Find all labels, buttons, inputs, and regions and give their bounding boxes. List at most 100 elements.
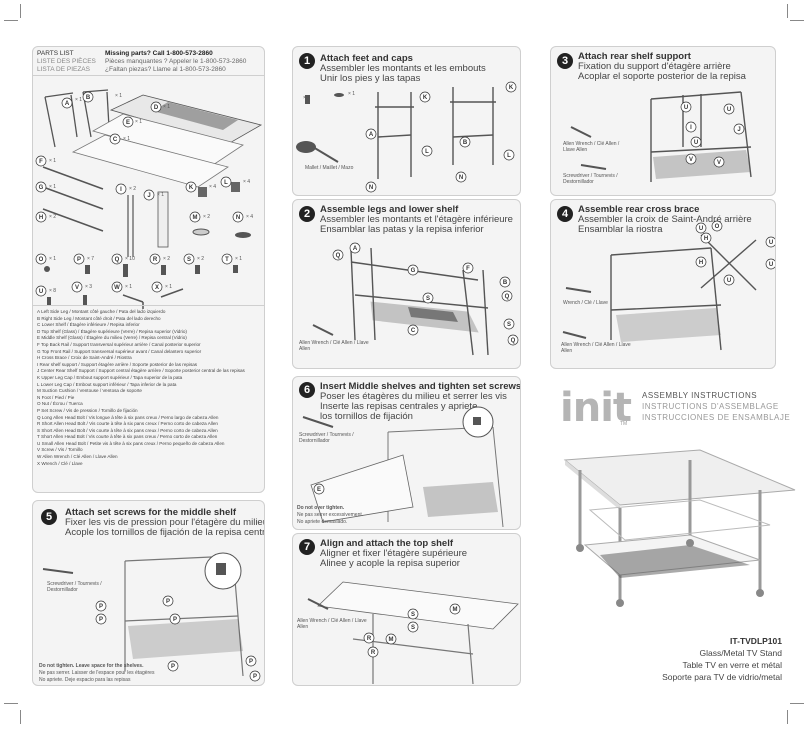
svg-text:A: A: [353, 246, 358, 252]
parts-list-legend: A Left Side Leg / Montant côté gauche / …: [37, 309, 263, 467]
step-2-panel: 2 Assemble legs and lower shelf Assemble…: [292, 199, 521, 369]
parts-list-title-fr: LISTE DES PIÈCES: [37, 58, 96, 65]
svg-text:V: V: [75, 285, 79, 291]
allen-wrench-label: Allen Wrench / Clé Allen / Llave Allen: [297, 618, 367, 630]
svg-text:N: N: [459, 175, 463, 181]
step-number: 1: [299, 53, 315, 69]
missing-parts-es: ¿Faltan piezas? Llame al 1-800-573-2860: [105, 66, 226, 73]
crop-mark: [787, 4, 788, 18]
svg-text:A: A: [65, 101, 70, 107]
parts-list-item: R Short Allen Head Bolt / Vis courte à t…: [37, 421, 218, 427]
svg-text:Q: Q: [115, 257, 120, 263]
count-t: × 1: [235, 256, 243, 262]
svg-text:C: C: [113, 137, 118, 143]
svg-text:D: D: [154, 105, 159, 111]
step-title-es-line2: los tornillos de fijación: [320, 411, 413, 422]
svg-text:S: S: [411, 625, 415, 631]
divider: [33, 75, 264, 76]
step-title-en: Attach set screws for the middle shelf: [65, 507, 237, 518]
count-k: × 4: [209, 184, 217, 190]
count-l: × 4: [243, 179, 251, 185]
svg-text:C: C: [411, 328, 416, 334]
crop-mark: [20, 4, 21, 18]
svg-text:R: R: [367, 636, 372, 642]
svg-text:P: P: [253, 674, 257, 680]
svg-text:B: B: [463, 140, 468, 146]
count-f: × 1: [49, 158, 57, 164]
step-title-es: Unir los pies y las tapas: [320, 73, 421, 84]
step-2-illustration: Q A G F S C B Q S Q: [312, 242, 519, 356]
svg-text:S: S: [507, 322, 511, 328]
svg-text:J: J: [737, 127, 740, 133]
count-x: × 1: [165, 284, 173, 290]
product-name-en: Glass/Metal TV Stand: [699, 648, 782, 658]
parts-list-item: A Left Side Leg / Montant côté gauche / …: [37, 309, 166, 314]
count-u: × 8: [49, 288, 57, 294]
instr-es: INSTRUCCIONES DE ENSAMBLAJE: [642, 413, 791, 422]
count-a: × 1: [75, 97, 83, 103]
svg-text:Q: Q: [336, 253, 341, 259]
count-r: × 2: [163, 256, 171, 262]
svg-text:U: U: [769, 262, 773, 268]
svg-text:L: L: [224, 180, 228, 186]
step-title-es: Acoplar el soporte posterior de la repis…: [578, 71, 746, 82]
crop-mark: [4, 703, 18, 704]
parts-list-item: F Top Back Rail / Support transversal su…: [37, 341, 201, 347]
step-title-fr: Fixation du support d'étagère arrière: [578, 61, 731, 72]
count-p: × 7: [87, 256, 95, 262]
svg-text:M: M: [389, 637, 394, 643]
step-number: 5: [41, 509, 57, 525]
count-j: × 1: [157, 192, 165, 198]
svg-text:V: V: [689, 157, 693, 163]
count-g: × 1: [49, 184, 57, 190]
step-title-en: Attach rear shelf support: [578, 51, 691, 62]
step-title-en: Assemble legs and lower shelf: [320, 204, 459, 215]
svg-text:X: X: [155, 285, 159, 291]
svg-text:G: G: [39, 185, 44, 191]
step-7-panel: 7 Align and attach the top shelf Aligner…: [292, 533, 521, 686]
count-i: × 2: [129, 186, 137, 192]
svg-text:O: O: [715, 224, 720, 230]
warning-fr: Ne pas serrer. Laisser de l'espace pour …: [39, 670, 155, 676]
step-title-en: Attach feet and caps: [320, 53, 413, 64]
svg-text:B: B: [86, 95, 91, 101]
svg-text:S: S: [426, 296, 430, 302]
count-m: × 2: [203, 214, 211, 220]
step-title-fr: Assembler les montants et les embouts: [320, 63, 486, 74]
step-title-fr: Assembler les montants et l'étagère infé…: [320, 214, 513, 225]
step-title-es: Acople los tornillos de fijación de la r…: [65, 527, 265, 538]
parts-list-item: S Short Allen Head Bolt / Vis courte à t…: [37, 427, 218, 433]
svg-text:H: H: [699, 260, 703, 266]
svg-text:A: A: [369, 132, 374, 138]
svg-text:Q: Q: [511, 338, 516, 344]
svg-text:S: S: [187, 257, 191, 263]
product-model: IT-TVDLP101: [730, 636, 782, 646]
mallet-label: Mallet / Maillet / Mazo: [305, 165, 354, 171]
step-title-en: Insert Middle shelves and tighten set sc…: [320, 381, 521, 392]
screwdriver-label: Screwdriver / Tournevis / Destornillador: [299, 432, 354, 444]
screwdriver-label: Screwdriver / Tournevis / Destornillador: [563, 173, 618, 185]
product-name-fr: Table TV en verre et métal: [682, 660, 782, 670]
svg-text:T: T: [225, 257, 229, 263]
parts-list-item: D Top Shelf (Glass) / Étagère supérieure…: [37, 328, 187, 334]
count-o: × 1: [49, 256, 57, 262]
parts-list-item: W Allen Wrench / Clé Allen / Llave Allen: [37, 454, 118, 460]
brand-logo: init: [560, 385, 632, 431]
svg-text:H: H: [704, 236, 708, 242]
crop-mark: [20, 710, 21, 724]
svg-text:K: K: [189, 185, 194, 191]
parts-list-title-es: LISTA DE PIEZAS: [37, 66, 90, 73]
count-s: × 2: [197, 256, 205, 262]
svg-text:I: I: [690, 125, 692, 131]
parts-list-item: M Suction Cushion / Ventouse / Ventosa d…: [37, 388, 142, 394]
product-name-es: Soporte para TV de vidrio/metal: [662, 672, 782, 682]
count-d: × 1: [163, 104, 171, 110]
parts-list-item: K Upper Leg Cap / Embout support supérie…: [37, 374, 183, 380]
step-6-illustration: E: [302, 406, 504, 528]
screwdriver-label: Screwdriver / Tournevis / Destornillador: [47, 581, 102, 593]
parts-list-item: U Small Allen Head Bolt / Petite vis à t…: [37, 440, 225, 446]
step-1-illustration: A K L N B K L N: [296, 81, 517, 193]
svg-text:G: G: [411, 268, 416, 274]
warning-es: No apriete demasiado.: [297, 519, 348, 525]
svg-text:I: I: [120, 187, 122, 193]
